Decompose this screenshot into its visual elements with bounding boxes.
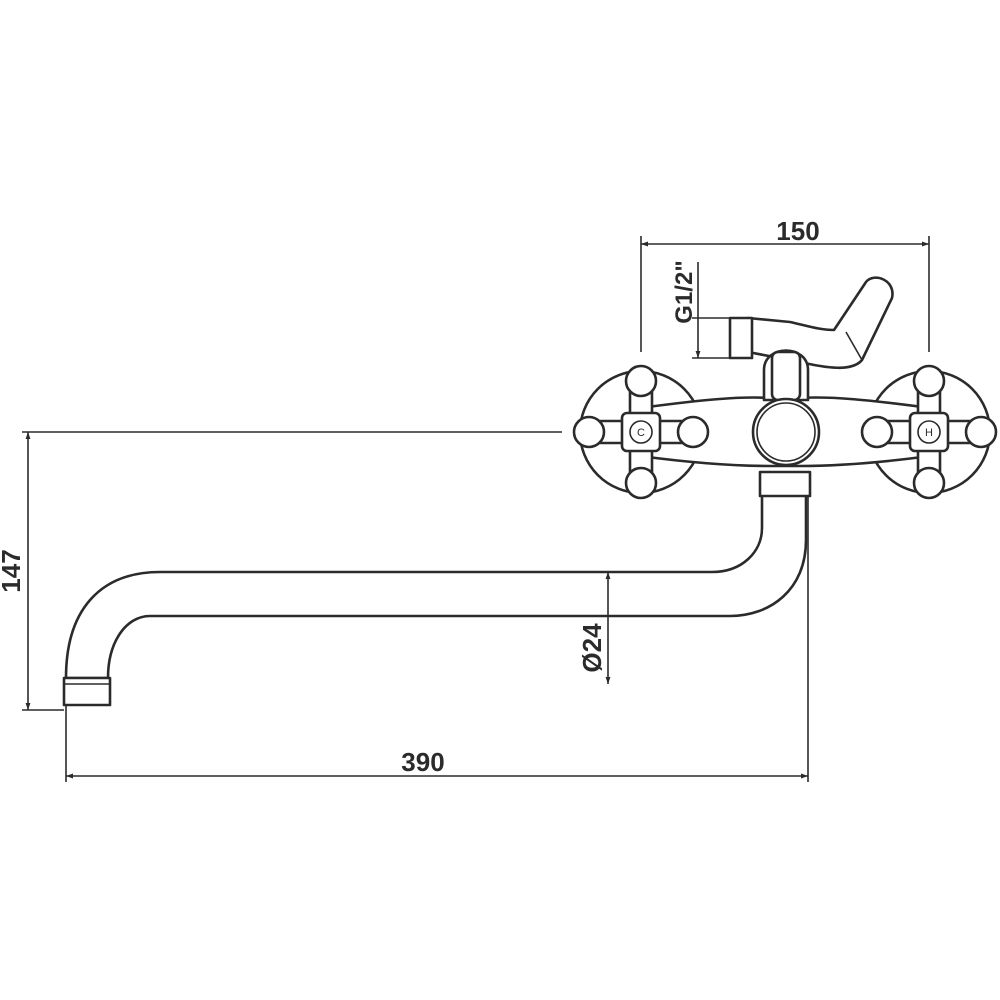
- dimension-label-thread: G1/2": [671, 260, 698, 323]
- spout-aerator: [62, 676, 112, 707]
- center-stem-top: [770, 350, 802, 402]
- spout: [62, 490, 808, 707]
- hot-indicator-ring: [917, 420, 941, 444]
- center-cap-inner: [756, 402, 816, 462]
- dimension-center-distance: 150: [640, 216, 930, 352]
- dimension-label-147: 147: [0, 549, 26, 592]
- hot-hub: [908, 411, 950, 453]
- dimension-label-150: 150: [776, 216, 819, 246]
- spout-collar: [758, 470, 812, 498]
- center-cap: [751, 397, 821, 467]
- cold-knob-right: [676, 415, 710, 449]
- cold-knob-top: [624, 364, 658, 398]
- inlet-connector: [728, 316, 754, 360]
- hot-letter: H: [925, 427, 933, 439]
- cold-knob-bottom: [624, 466, 658, 500]
- lever-arm: [746, 276, 894, 370]
- cold-handle: C: [572, 364, 710, 500]
- cold-knob-left: [572, 415, 606, 449]
- dimension-label-390: 390: [401, 747, 444, 777]
- lever-detail: [845, 331, 863, 361]
- dimension-height: 147: [0, 431, 562, 711]
- cold-hub: [620, 411, 662, 453]
- hot-knob-left: [860, 415, 894, 449]
- hot-handle: H: [860, 364, 998, 500]
- dimension-length: 390: [65, 496, 809, 782]
- cold-indicator-ring: [629, 420, 653, 444]
- diverter-lever: [746, 276, 894, 370]
- hot-knob-top: [912, 364, 946, 398]
- dimension-label-diameter: Ø24: [577, 623, 607, 673]
- cold-letter: C: [637, 427, 645, 439]
- dimension-thread: G1/2": [671, 260, 730, 359]
- hot-knob-right: [964, 415, 998, 449]
- dimension-diameter: Ø24: [577, 572, 640, 684]
- spout-riser: [64, 490, 808, 680]
- hot-knob-bottom: [912, 466, 946, 500]
